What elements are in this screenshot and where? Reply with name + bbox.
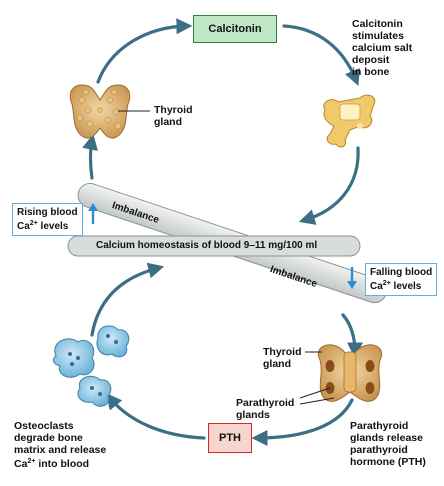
rising-ca: Ca [17,221,30,232]
arrow-calcitonin-to-bone [282,24,360,86]
parathyroid-effect-line4: hormone (PTH) [350,456,426,468]
calcitonin-effect-line3: calcium salt [352,42,413,54]
calcitonin-effect-line1: Calcitonin [352,18,403,30]
parathyroid-glands-line2: glands [236,409,270,421]
parathyroid-effect-line3: parathyroid [350,444,408,456]
thyroid-gland-label-top-line2: gland [154,116,182,128]
arrow-bone-to-bar [298,146,360,225]
homeostasis-label: Calcium homeostasis of blood 9–11 mg/100… [96,240,318,251]
falling-ca-charge: 2+ [382,280,391,287]
parathyroid-effect-label: Parathyroid glands release parathyroid h… [350,420,426,468]
rising-calcium-line2: Ca2+ levels [17,218,78,232]
homeostasis-bar [67,235,361,257]
rising-ca-charge: 2+ [29,220,38,227]
arrow-pth-to-osteoclasts [105,393,206,440]
falling-calcium-line2: Ca2+ levels [370,278,432,292]
pth-box: PTH [208,423,252,453]
imbalance-bar [67,182,388,304]
osteoclasts-ca-charge: 2+ [27,458,36,465]
thyroid-gland-label-bottom-line1: Thyroid [263,346,302,358]
pth-box-label: PTH [219,432,241,444]
arrow-bar-to-parathyroid [341,313,363,359]
osteoclasts-line4: Ca2+ into blood [14,456,106,470]
arrow-bar-to-thyroid-top [82,133,98,180]
calcitonin-effect-label: Calcitonin stimulates calcium salt depos… [352,18,412,78]
calcitonin-box: Calcitonin [193,15,277,43]
osteoclasts-into-blood: into blood [35,458,90,470]
arrow-thyroid-to-calcitonin [96,18,193,84]
thyroid-parathyroid-icon [299,344,382,405]
parathyroid-effect-line2: glands release [350,432,423,444]
parathyroid-glands-line1: Parathyroid [236,397,295,409]
arrow-parathyroid-to-pth [251,398,354,446]
calcitonin-effect-line4: deposit [352,54,390,66]
parathyroid-effect-line1: Parathyroid [350,420,409,432]
thyroid-gland-label-bottom-line2: gland [263,358,291,370]
cycle-arrows [82,18,363,446]
calcitonin-effect-line2: stimulates [352,30,404,42]
osteoclasts-line1: Osteoclasts [14,420,74,432]
bone-icon [323,94,376,148]
falling-ca: Ca [370,281,383,292]
rising-calcium-line1: Rising blood [17,207,78,218]
falling-arrow-icon [347,267,357,289]
falling-levels: levels [390,281,422,292]
rising-calcium-box: Rising blood Ca2+ levels [12,203,83,236]
thyroid-gland-label-top-line1: Thyroid [154,104,193,116]
parathyroid-glands-label: Parathyroid glands [236,397,294,421]
thyroid-gland-label-top: Thyroid gland [154,104,193,128]
arrow-osteoclasts-to-bar [90,262,165,337]
calcitonin-box-label: Calcitonin [208,23,262,35]
rising-levels: levels [37,221,69,232]
thyroid-gland-label-bottom: Thyroid gland [263,346,302,370]
osteoclasts-line2: degrade bone [14,432,83,444]
falling-calcium-line1: Falling blood [370,267,433,278]
rising-arrow-icon [88,203,98,224]
osteoclasts-line3: matrix and release [14,444,107,456]
osteoclasts-label: Osteoclasts degrade bone matrix and rele… [14,420,106,470]
calcitonin-effect-line5: in bone [352,66,390,78]
osteoclast-cells-icon [52,325,130,407]
falling-calcium-box: Falling blood Ca2+ levels [365,263,438,296]
osteoclasts-ca: Ca [14,458,28,470]
thyroid-gland-icon [69,84,150,139]
